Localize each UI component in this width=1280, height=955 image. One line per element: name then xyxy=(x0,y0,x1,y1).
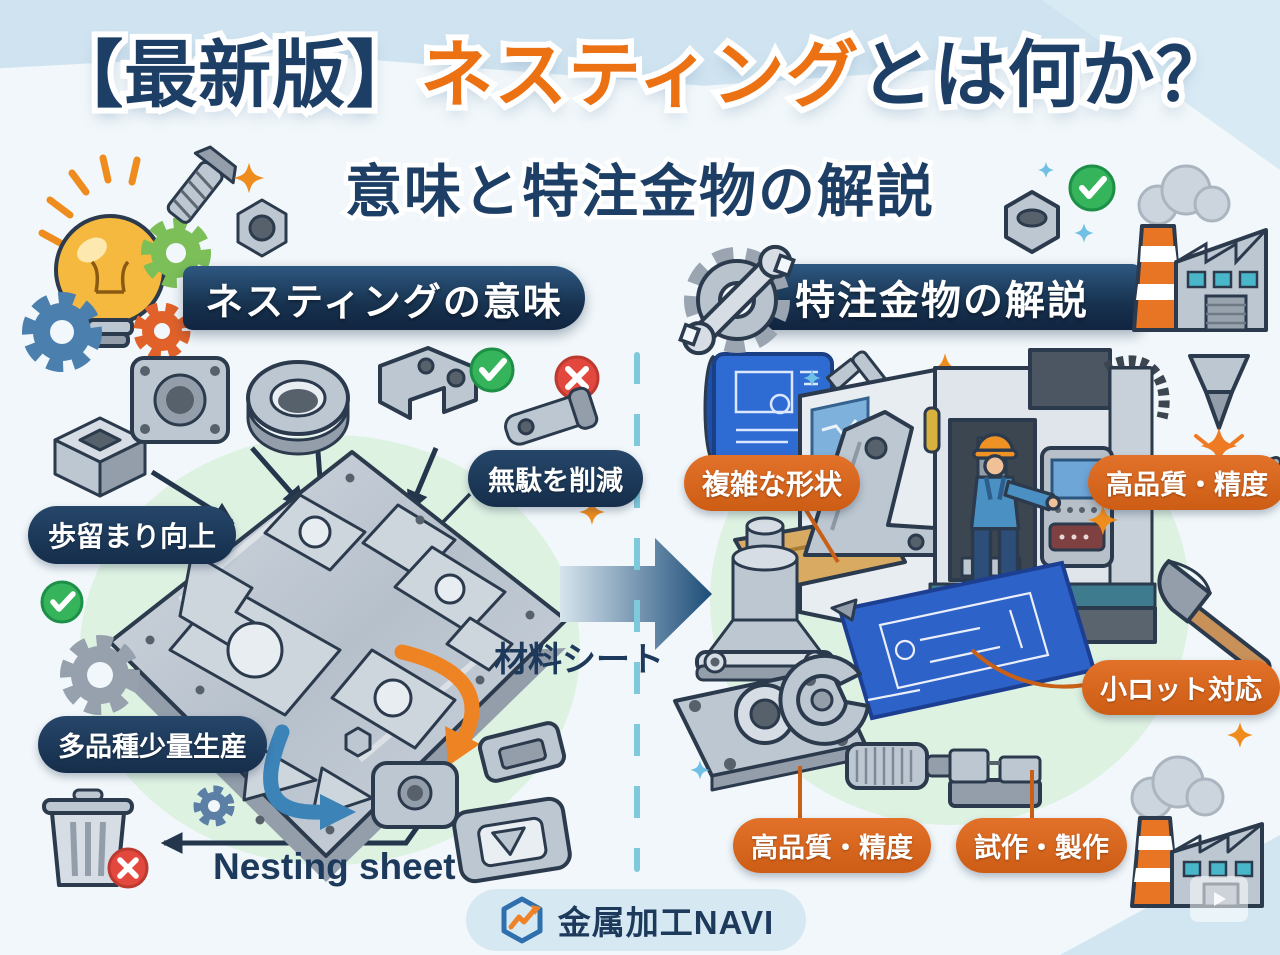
subtitle-text: 意味と特注金物の解説 xyxy=(345,160,935,224)
cross-icon xyxy=(107,847,149,889)
label-high-quality-top: 高品質・精度 xyxy=(1088,455,1280,510)
metal-part-icon xyxy=(246,360,350,456)
label-high-mix-low-volume: 多品種少量生産 xyxy=(38,716,267,773)
section-divider xyxy=(634,352,640,872)
label-small-lot: 小ロット対応 xyxy=(1082,660,1280,715)
gear-icon xyxy=(193,785,235,827)
check-icon xyxy=(1068,164,1116,212)
label-complex-shapes: 複雑な形状 xyxy=(684,455,861,511)
metal-part-icon xyxy=(53,416,147,498)
bolt-icon xyxy=(166,145,237,224)
section-header-hardware-label: 特注金物の解説 xyxy=(795,279,1089,323)
metal-part-icon xyxy=(504,386,599,446)
label-high-quality-bottom: 高品質・精度 xyxy=(733,818,931,873)
sparkle-icon xyxy=(1227,722,1253,748)
nut-icon xyxy=(236,198,288,258)
blueprint-icon xyxy=(830,560,1097,721)
lightbulb-icon xyxy=(38,154,166,348)
cross-icon xyxy=(554,355,600,401)
gear-icon xyxy=(141,218,211,288)
section-header-nesting-label: ネスティングの意味 xyxy=(205,281,563,324)
play-icon xyxy=(1214,892,1226,906)
trash-icon xyxy=(42,788,134,887)
title-text: 【最新版】ネスティングとは何か？ xyxy=(0,30,1280,121)
hammer-icon xyxy=(1157,559,1272,678)
check-icon xyxy=(40,580,84,624)
gear-icon xyxy=(60,635,140,715)
metal-part-icon xyxy=(477,721,567,783)
curved-arrow-orange xyxy=(394,644,480,766)
title-suffix: とは何か？ xyxy=(859,35,1230,116)
metal-part-icon xyxy=(778,653,870,746)
metal-part-icon xyxy=(371,761,459,829)
metal-part-icon xyxy=(344,726,372,758)
brand-banner: 金属加工NAVI xyxy=(466,889,806,951)
metal-part-icon xyxy=(948,748,1042,808)
logo-hex-icon xyxy=(501,896,543,944)
title-outline: 【最新版】ネスティングとは何か？ xyxy=(44,29,1235,122)
gear-icon xyxy=(133,302,191,360)
operator-icon xyxy=(966,432,1062,614)
label-waste-reduction: 無駄を削減 xyxy=(468,450,643,507)
metal-part-icon xyxy=(845,742,955,790)
label-nesting-sheet: Nesting sheet xyxy=(213,846,456,887)
section-header-nesting: ネスティングの意味 xyxy=(183,266,585,330)
metal-part-icon xyxy=(130,356,230,444)
gear-icon xyxy=(22,292,102,372)
section-header-hardware: 特注金物の解説 xyxy=(742,264,1142,330)
title-prefix: 【最新版】 xyxy=(50,35,421,116)
watermark-badge xyxy=(1190,876,1248,922)
metal-part-icon xyxy=(378,346,478,420)
curved-arrow-blue xyxy=(263,724,356,830)
subtitle-outline: 意味と特注金物の解説 xyxy=(341,156,938,229)
brand-name: 金属加工NAVI xyxy=(557,904,775,941)
label-prototype-production: 試作・製作 xyxy=(956,818,1127,873)
check-icon xyxy=(469,347,515,393)
label-material-sheet: 材料シート xyxy=(494,641,664,679)
nut-icon xyxy=(1004,190,1060,254)
label-yield-improvement: 歩留まり向上 xyxy=(28,506,237,564)
title-highlight: ネスティング xyxy=(420,35,860,116)
metal-part-icon xyxy=(452,796,572,884)
